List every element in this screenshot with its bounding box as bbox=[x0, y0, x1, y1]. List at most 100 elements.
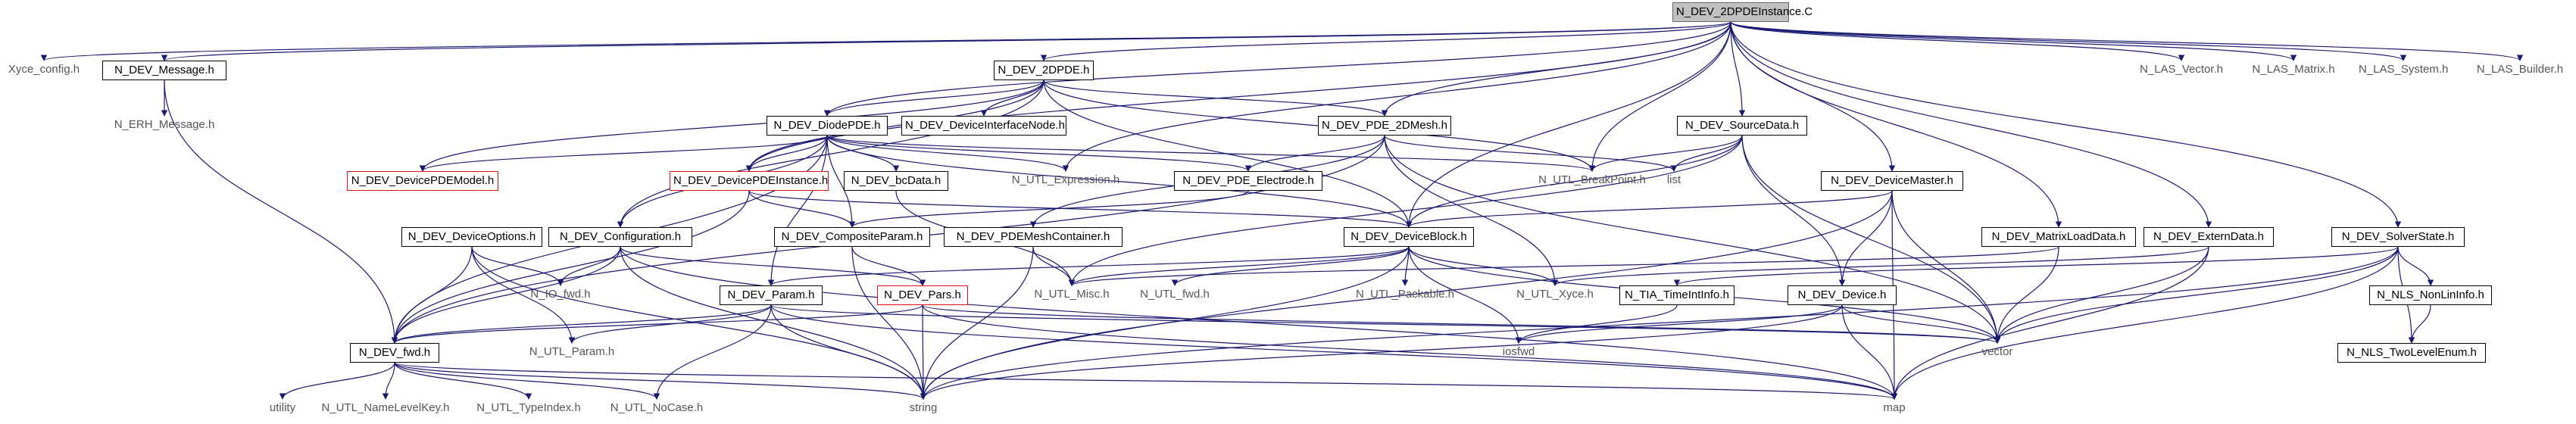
node-dev-pdeinstance[interactable]: N_DEV_DevicePDEInstance.h bbox=[670, 171, 829, 191]
node-dev-message[interactable]: N_DEV_Message.h bbox=[102, 61, 226, 80]
node-utl-param[interactable]: N_UTL_Param.h bbox=[529, 345, 615, 358]
node-dev-param[interactable]: N_DEV_Param.h bbox=[720, 285, 823, 305]
node-dev-bcdata[interactable]: N_DEV_bcData.h bbox=[844, 171, 948, 191]
edge-dev-2dpde-to-dev-interfacenode bbox=[980, 80, 1044, 117]
node-utl-expression[interactable]: N_UTL_Expression.h bbox=[1011, 173, 1120, 186]
node-utl-fwd[interactable]: N_UTL_fwd.h bbox=[1140, 288, 1210, 301]
edge-dev-fwd-to-utility bbox=[279, 362, 395, 400]
node-tia-timeintinfo[interactable]: N_TIA_TimeIntInfo.h bbox=[1619, 285, 1735, 305]
node-nls-twolevelenum[interactable]: N_NLS_TwoLevelEnum.h bbox=[2337, 343, 2486, 363]
node-dev-diodepde[interactable]: N_DEV_DiodePDE.h bbox=[767, 116, 888, 136]
node-dev-device[interactable]: N_DEV_Device.h bbox=[1788, 285, 1897, 305]
node-dev-2dpde[interactable]: N_DEV_2DPDE.h bbox=[994, 61, 1094, 80]
node-utl-typeindex[interactable]: N_UTL_TypeIndex.h bbox=[476, 401, 581, 414]
node-dev-pde-electrode[interactable]: N_DEV_PDE_Electrode.h bbox=[1174, 171, 1322, 191]
edge-dev-deviceoptions-to-io-fwd bbox=[471, 246, 564, 286]
edge-dev-device-to-vector bbox=[1841, 304, 2001, 344]
edge-dev-param-to-utl-nocase bbox=[653, 304, 772, 400]
edge-dev-configuration-to-dev-fwd bbox=[391, 246, 621, 344]
node-string[interactable]: string bbox=[909, 401, 938, 414]
node-dev-pars[interactable]: N_DEV_Pars.h bbox=[877, 285, 968, 305]
edge-dev-configuration-to-dev-pars bbox=[620, 246, 926, 286]
edge-dev-pars-to-map bbox=[922, 304, 1898, 400]
edge-dev-pdeinstance-to-dev-compositeparam bbox=[748, 190, 856, 228]
edge-root-to-dev-solverstate bbox=[1730, 21, 2402, 228]
edge-dev-compositeparam-to-string bbox=[851, 246, 927, 400]
edge-dev-diodepde-to-dev-compositeparam bbox=[826, 135, 856, 228]
edge-dev-externdata-to-map bbox=[1891, 246, 2209, 400]
edge-dev-devicemaster-to-vector bbox=[1891, 190, 2001, 344]
edge-dev-configuration-to-string bbox=[620, 246, 927, 400]
edge-tia-timeintinfo-to-iosfwd bbox=[1515, 304, 1678, 344]
edge-dev-deviceblock-to-utl-fwd bbox=[1171, 246, 1410, 286]
edge-root-to-dev-diodepde bbox=[823, 21, 1731, 117]
node-dev-matrixloaddata[interactable]: N_DEV_MatrixLoadData.h bbox=[1981, 227, 2136, 247]
edge-dev-devicemaster-to-dev-device bbox=[1838, 190, 1893, 286]
edge-dev-solverstate-to-string bbox=[920, 246, 2399, 400]
node-utl-namelevelkey[interactable]: N_UTL_NameLevelKey.h bbox=[321, 401, 450, 414]
node-dev-fwd[interactable]: N_DEV_fwd.h bbox=[350, 343, 439, 363]
edge-dev-2dpde-to-dev-pdeinstance bbox=[745, 80, 1044, 172]
edge-dev-pde2dmesh-to-list bbox=[1384, 135, 1678, 172]
node-xyce-config[interactable]: Xyce_config.h bbox=[8, 63, 80, 76]
edge-dev-deviceblock-to-utl-xyce bbox=[1408, 246, 1559, 286]
node-las-vector[interactable]: N_LAS_Vector.h bbox=[2139, 63, 2224, 76]
node-dev-devicemaster[interactable]: N_DEV_DeviceMaster.h bbox=[1821, 171, 1963, 191]
edge-dev-deviceoptions-to-utl-param bbox=[471, 246, 576, 344]
edge-dev-diodepde-to-dev-deviceblock bbox=[826, 135, 1413, 228]
edge-dev-sourcedata-to-utl-breakpoint bbox=[1588, 135, 1743, 172]
node-map[interactable]: map bbox=[1883, 401, 1906, 414]
node-utl-xyce[interactable]: N_UTL_Xyce.h bbox=[1516, 288, 1594, 301]
node-erh-message[interactable]: N_ERH_Message.h bbox=[114, 118, 215, 131]
edge-dev-device-to-map bbox=[1841, 304, 1898, 400]
node-utl-breakpoint[interactable]: N_UTL_BreakPoint.h bbox=[1538, 173, 1646, 186]
node-dev-solverstate[interactable]: N_DEV_SolverState.h bbox=[2331, 227, 2465, 247]
edge-root-to-dev-sourcedata bbox=[1730, 21, 1746, 117]
edge-dev-message-to-dev-fwd bbox=[164, 80, 398, 344]
edge-dev-sourcedata-to-list bbox=[1670, 135, 1743, 172]
edge-root-to-dev-message bbox=[161, 21, 1731, 61]
node-dev-deviceoptions[interactable]: N_DEV_DeviceOptions.h bbox=[401, 227, 542, 247]
edge-dev-deviceblock-to-utl-misc bbox=[1068, 246, 1410, 286]
edge-dev-pars-to-dev-fwd bbox=[392, 304, 923, 344]
node-utility[interactable]: utility bbox=[269, 401, 296, 414]
node-vector[interactable]: vector bbox=[1981, 345, 2013, 358]
edge-dev-2dpde-to-dev-diodepde bbox=[823, 80, 1044, 117]
edge-dev-param-to-map bbox=[770, 304, 1898, 400]
edge-dev-pde2dmesh-to-vector bbox=[1384, 135, 2001, 344]
node-utl-nocase[interactable]: N_UTL_NoCase.h bbox=[610, 401, 704, 414]
node-dev-interfacenode[interactable]: N_DEV_DeviceInterfaceNode.h bbox=[901, 116, 1066, 136]
edge-dev-pde2dmesh-to-utl-xyce bbox=[1384, 135, 1559, 286]
edge-dev-devicemaster-to-dev-deviceblock bbox=[1406, 190, 1893, 228]
node-las-matrix[interactable]: N_LAS_Matrix.h bbox=[2252, 63, 2335, 76]
edge-dev-externdata-to-utl-xyce bbox=[1552, 246, 2209, 286]
node-io-fwd[interactable]: N_IO_fwd.h bbox=[530, 288, 591, 301]
edge-nls-nonlininfo-to-nls-twolevelenum bbox=[2408, 304, 2431, 344]
node-utl-packable[interactable]: N_UTL_Packable.h bbox=[1355, 288, 1455, 301]
node-iosfwd[interactable]: iosfwd bbox=[1502, 345, 1535, 358]
node-list[interactable]: list bbox=[1666, 173, 1681, 186]
node-dev-pde2dmesh[interactable]: N_DEV_PDE_2DMesh.h bbox=[1318, 116, 1451, 136]
edge-dev-pars-to-vector bbox=[922, 304, 2000, 344]
node-dev-externdata[interactable]: N_DEV_ExternData.h bbox=[2144, 227, 2274, 247]
node-utl-misc[interactable]: N_UTL_Misc.h bbox=[1034, 288, 1110, 301]
edge-dev-sourcedata-to-utl-misc bbox=[1068, 135, 1743, 286]
node-nls-nonlininfo[interactable]: N_NLS_NonLinInfo.h bbox=[2369, 285, 2492, 305]
edge-dev-pde-electrode-to-dev-compositeparam bbox=[848, 190, 1249, 228]
edge-dev-2dpde-to-dev-configuration bbox=[617, 80, 1044, 228]
edge-dev-solverstate-to-map bbox=[1891, 246, 2399, 400]
node-dev-pdemeshcontainer[interactable]: N_DEV_PDEMeshContainer.h bbox=[944, 227, 1123, 247]
node-dev-configuration[interactable]: N_DEV_Configuration.h bbox=[548, 227, 692, 247]
node-dev-pdemodel[interactable]: N_DEV_DevicePDEModel.h bbox=[347, 171, 498, 191]
edge-root-to-las-system bbox=[1730, 21, 2406, 61]
node-dev-compositeparam[interactable]: N_DEV_CompositeParam.h bbox=[774, 227, 930, 247]
node-las-builder[interactable]: N_LAS_Builder.h bbox=[2476, 63, 2564, 76]
node-dev-deviceblock[interactable]: N_DEV_DeviceBlock.h bbox=[1344, 227, 1474, 247]
edge-dev-diodepde-to-dev-pdemodel bbox=[419, 135, 828, 172]
node-dev-sourcedata[interactable]: N_DEV_SourceData.h bbox=[1677, 116, 1807, 136]
node-root[interactable]: N_DEV_2DPDEInstance.C bbox=[1672, 2, 1813, 22]
node-las-system[interactable]: N_LAS_System.h bbox=[2359, 63, 2449, 76]
edge-dev-2dpde-to-dev-pdemodel bbox=[419, 80, 1044, 172]
